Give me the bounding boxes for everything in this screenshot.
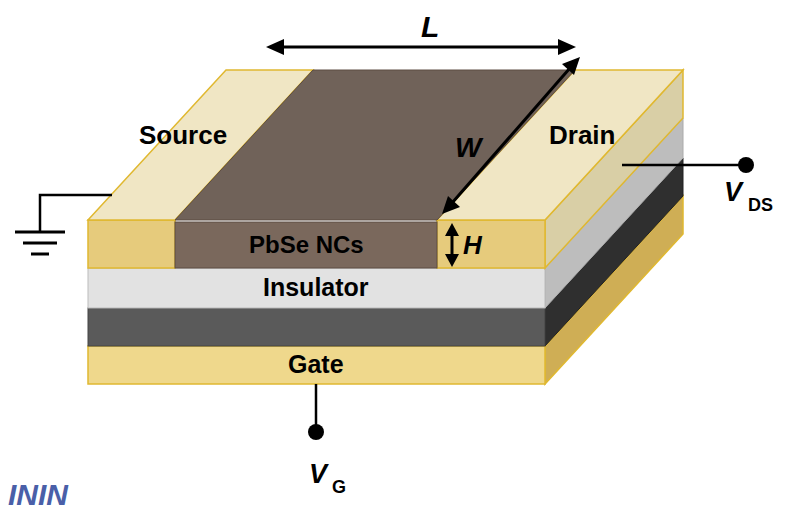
layer-label: Source bbox=[139, 121, 227, 150]
layer-label: Insulator bbox=[263, 274, 369, 302]
layer-label: Drain bbox=[549, 121, 615, 150]
arrowhead bbox=[266, 39, 284, 55]
signal-subscript: DS bbox=[748, 196, 773, 216]
dimension-label: L bbox=[421, 10, 439, 43]
source-electrode: Source bbox=[135, 119, 231, 152]
height-arrow bbox=[451, 234, 454, 256]
gate-electrode: Gate bbox=[284, 349, 348, 381]
arrowhead bbox=[442, 196, 460, 214]
arrowhead bbox=[562, 57, 580, 75]
arrowhead bbox=[445, 223, 459, 236]
source-front bbox=[88, 220, 175, 268]
gate-wire bbox=[315, 384, 318, 426]
length-arrow bbox=[282, 46, 560, 49]
nc-front bbox=[175, 222, 437, 268]
arrowhead bbox=[445, 254, 459, 267]
layer-label: Gate bbox=[288, 351, 344, 379]
nanocrystal-film: PbSe NCs bbox=[245, 230, 368, 260]
dimension-label: W bbox=[455, 133, 481, 164]
insulator-layer: Insulator bbox=[259, 272, 373, 304]
layer-label: PbSe NCs bbox=[249, 232, 364, 258]
signal-name: V bbox=[724, 178, 742, 208]
insulator-front bbox=[88, 268, 545, 308]
drain-front bbox=[437, 220, 545, 268]
gate-front bbox=[88, 346, 545, 384]
drain-electrode: Drain bbox=[545, 119, 619, 152]
ground-symbol bbox=[31, 253, 49, 256]
terminal-dot bbox=[308, 424, 324, 440]
terminal-dot bbox=[738, 157, 754, 173]
signal-name: V bbox=[309, 460, 327, 490]
arrowhead bbox=[558, 39, 576, 55]
nc-top bbox=[175, 70, 575, 220]
substrate-front bbox=[88, 308, 545, 346]
dimension-label: H bbox=[463, 231, 482, 260]
ground-symbol bbox=[23, 242, 57, 245]
ground-symbol bbox=[15, 231, 65, 234]
drain-wire bbox=[622, 164, 740, 167]
ground-wire bbox=[40, 195, 112, 232]
signal-subscript: G bbox=[332, 478, 346, 498]
watermark: ININ bbox=[8, 478, 68, 510]
